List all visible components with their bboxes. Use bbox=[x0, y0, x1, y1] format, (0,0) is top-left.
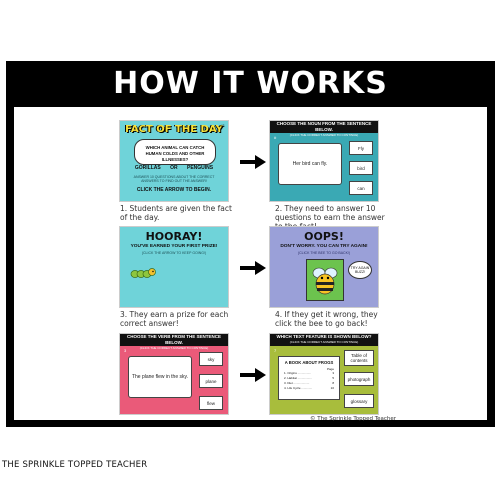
credit-text: © The Sprinkle Topped Teacher bbox=[310, 416, 397, 422]
hooray-subheading: YOU'VE EARNED YOUR FIRST PRIZE! bbox=[130, 244, 218, 249]
answer-options: GORILLAS OR PENGUINS bbox=[120, 165, 228, 171]
slide-header: CHOOSE THE VERB FROM THE SENTENCE BELOW.… bbox=[120, 334, 228, 350]
answer-option-2[interactable]: bird bbox=[349, 161, 373, 175]
oops-subheading: DON'T WORRY. YOU CAN TRY AGAIN! bbox=[280, 244, 368, 249]
pages-label: Page bbox=[326, 367, 334, 371]
speech-bubble: TRY AGAIN BUZZ! bbox=[348, 261, 372, 279]
answer-option-1[interactable]: sky bbox=[199, 352, 223, 366]
bee-card[interactable] bbox=[306, 259, 344, 301]
sentence-card: The plane flew in the sky. bbox=[128, 356, 192, 398]
book-title: A BOOK ABOUT FROGS bbox=[284, 360, 334, 365]
option-or: OR bbox=[170, 165, 178, 171]
slide-fact-of-the-day: FACT OF THE DAY #1 WHICH ANIMAL CAN CATC… bbox=[120, 121, 228, 201]
content-panel: FACT OF THE DAY #1 WHICH ANIMAL CAN CATC… bbox=[14, 107, 487, 422]
slide-header: CHOOSE THE NOUN FROM THE SENTENCE BELOW.… bbox=[270, 121, 378, 137]
answer-option-1[interactable]: Table of contents bbox=[344, 350, 374, 366]
slide-heading: WHICH TEXT FEATURE IS SHOWN BELOW? bbox=[276, 334, 372, 339]
slide-subheading: (CLICK THE CORRECT ANSWER TO CONTINUE) bbox=[139, 346, 209, 350]
bee-icon[interactable] bbox=[310, 264, 340, 296]
footer-brand: THE SPRINKLE TOPPED TEACHER bbox=[2, 460, 148, 470]
slide-header: WHICH TEXT FEATURE IS SHOWN BELOW? (CLIC… bbox=[270, 334, 378, 346]
speech-bubble-text: TRY AGAIN BUZZ! bbox=[350, 266, 370, 274]
question-text: WHICH ANIMAL CAN CATCH HUMAN COLDS AND O… bbox=[145, 145, 205, 162]
answer-option-3[interactable]: flew bbox=[199, 396, 223, 410]
sentence-card: Her bird can fly. bbox=[278, 143, 342, 185]
slide-text-feature: WHICH TEXT FEATURE IS SHOWN BELOW? (CLIC… bbox=[270, 334, 378, 414]
slide-hooray: HOORAY! YOU'VE EARNED YOUR FIRST PRIZE! … bbox=[120, 227, 228, 307]
hooray-small: (CLICK THE ARROW TO KEEP GOING!) bbox=[141, 251, 207, 255]
slide-subheading: (CLICK THE CORRECT ANSWER TO CONTINUE) bbox=[289, 340, 359, 344]
hooray-heading: HOORAY! bbox=[145, 230, 203, 243]
question-number: 7 bbox=[274, 348, 277, 353]
question-number: 3 bbox=[124, 348, 127, 353]
toc-entry: 2. Habitat .................5 bbox=[284, 376, 334, 380]
option-b: PENGUINS bbox=[187, 165, 214, 171]
slide-corner-number: #1 bbox=[220, 123, 225, 128]
how-it-works-frame: HOW IT WORKS FACT OF THE DAY #1 WHICH AN… bbox=[6, 61, 495, 427]
answer-option-2[interactable]: photograph bbox=[344, 372, 374, 386]
answer-option-3[interactable]: can bbox=[349, 181, 373, 195]
toc-entry: 4. Life Cycle .............10 bbox=[284, 386, 334, 390]
answer-option-1[interactable]: Fly bbox=[349, 141, 373, 155]
oops-small: (CLICK THE BEE TO GO BACK!) bbox=[297, 251, 351, 255]
step-caption-1: 1. Students are given the fact of the da… bbox=[120, 204, 232, 222]
slide-choose-noun: CHOOSE THE NOUN FROM THE SENTENCE BELOW.… bbox=[270, 121, 378, 201]
oops-heading: OOPS! bbox=[304, 230, 344, 243]
page-title: HOW IT WORKS bbox=[113, 66, 388, 101]
slide-subheading: (CLICK THE CORRECT ANSWER TO CONTINUE) bbox=[289, 133, 359, 137]
slide-oops: OOPS! DON'T WORRY. YOU CAN TRY AGAIN! (C… bbox=[270, 227, 378, 307]
arrow-right-icon bbox=[240, 261, 266, 275]
option-a: GORILLAS bbox=[134, 165, 161, 171]
step-caption-2: 2. They need to answer 10 questions to e… bbox=[275, 204, 385, 231]
question-bubble: WHICH ANIMAL CAN CATCH HUMAN COLDS AND O… bbox=[134, 139, 216, 165]
answer-option-3[interactable]: glossary bbox=[344, 394, 374, 408]
question-number: # bbox=[274, 135, 277, 140]
slide-choose-verb: CHOOSE THE VERB FROM THE SENTENCE BELOW.… bbox=[120, 334, 228, 414]
arrow-right-icon bbox=[240, 155, 266, 169]
fact-heading: FACT OF THE DAY bbox=[125, 124, 223, 135]
toc-entry: 3. Diet ...................8 bbox=[284, 381, 334, 385]
begin-cta: CLICK THE ARROW TO BEGIN. bbox=[136, 187, 212, 193]
book-card: A BOOK ABOUT FROGS Page 1. Origins .....… bbox=[278, 356, 340, 400]
prize-caterpillar-icon bbox=[130, 268, 156, 278]
slide-heading: CHOOSE THE NOUN FROM THE SENTENCE BELOW. bbox=[276, 121, 372, 132]
instructions-note: ANSWER 10 QUESTIONS ABOUT THE CORRECT AN… bbox=[133, 175, 215, 183]
slide-heading: CHOOSE THE VERB FROM THE SENTENCE BELOW. bbox=[126, 334, 221, 345]
answer-option-2[interactable]: plane bbox=[199, 374, 223, 388]
toc-entry: 1. Origins ................3 bbox=[284, 371, 334, 375]
step-caption-3: 3. They earn a prize for each correct an… bbox=[120, 310, 229, 328]
step-caption-4: 4. If they get it wrong, they click the … bbox=[275, 310, 378, 328]
arrow-right-icon bbox=[240, 368, 266, 382]
